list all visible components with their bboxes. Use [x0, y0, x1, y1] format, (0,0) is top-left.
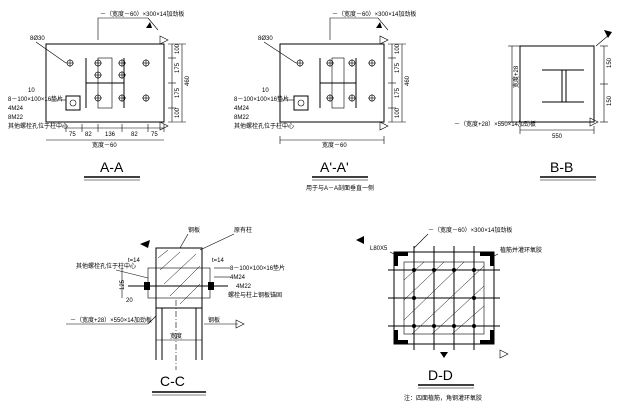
section-bb: 宽度+28 150 150 550 －（宽度+28）×550×14加劲板 B-B	[454, 30, 613, 181]
bb-left-dim: 宽度+28	[512, 65, 520, 88]
aa-dim-r2: 460	[185, 75, 191, 86]
aa2-bottom-label: 宽度－60	[322, 141, 347, 149]
section-aa-prime: －（宽度－60）×300×14加劲板 8Ø30 10 8－100×100×16垫…	[234, 10, 416, 192]
aa2-side-note: 其他螺栓孔位于柱中心	[234, 122, 294, 130]
aa-bottom-label: 宽度－60	[92, 141, 117, 149]
aa-dim-b0: 75	[69, 132, 76, 138]
aa-dim-b3: 82	[131, 132, 138, 138]
aa2-bolt-holes	[296, 59, 376, 102]
dd-plate-note: －（宽度－60）×300×14加劲板	[428, 226, 512, 234]
aa2-title: A'-A'	[320, 159, 349, 175]
aa2-bolt: 4M24	[234, 106, 250, 112]
aa2-plate-note: －（宽度－60）×300×14加劲板	[332, 10, 416, 18]
dd-angle: L80X5	[370, 246, 388, 252]
cc-left-note: 其他螺栓孔位于柱中心	[76, 262, 136, 270]
aa-bolt-hole: 8Ø30	[30, 36, 45, 42]
bb-plate-note: －（宽度+28）×550×14加劲板	[454, 120, 536, 128]
aa-dim-r1: 175	[175, 62, 181, 73]
aa2-dim-r3: 175	[395, 87, 401, 98]
aa2-dim-r1: 175	[395, 62, 401, 73]
aa-base-plate	[45, 43, 165, 123]
aa-anchor: 8M22	[8, 115, 24, 121]
cc-dim-l1: 20	[126, 298, 133, 304]
cc-dim-bottom: 宽度	[170, 332, 182, 340]
cc-side-note: 螺栓与柱上钢板锚固	[228, 291, 282, 299]
bb-plate	[519, 45, 595, 123]
aa-dim-r0: 100	[175, 43, 181, 54]
cc-t: t=14	[212, 258, 225, 264]
aa-dim-b4: 75	[151, 132, 158, 138]
aa-side-note: 其他螺栓孔位于柱中心	[8, 122, 68, 130]
aa-bolt: 4M24	[8, 106, 24, 112]
aa2-dim-small: 10	[262, 88, 269, 94]
aa-dim-small: 10	[28, 88, 35, 94]
section-cc: 钢板 原有柱 t=14 8－100×100×16垫片 4M24 4M22 螺栓与…	[66, 226, 285, 396]
aa-plate-note: －（宽度－60）×300×14加劲板	[100, 10, 184, 18]
dd-title: D-D	[428, 367, 453, 383]
aa2-rib: 8－100×100×16垫片	[234, 95, 289, 103]
aa-dim-b1: 82	[85, 132, 92, 138]
cc-dim-l0: 125	[120, 279, 126, 290]
bb-dim-bottom: 550	[552, 134, 563, 140]
bb-dim-r1: 150	[607, 95, 613, 106]
cc-top-note2: 原有柱	[234, 226, 252, 234]
cc-top-note: 钢板	[188, 226, 200, 234]
bb-title: B-B	[550, 159, 573, 175]
cc-stiff-note: －（宽度+28）×550×14加劲板	[70, 316, 152, 324]
cc-bolt: 4M24	[230, 275, 246, 281]
aa2-anchor: 8M22	[234, 115, 250, 121]
cc-rib: 8－100×100×16垫片	[230, 264, 285, 272]
dd-right-note: 植筋并灌环氧胶	[500, 246, 542, 254]
dd-note: 注：四面植筋，角钢灌环氧胶	[404, 394, 482, 402]
aa-dim-r4: 100	[175, 107, 181, 118]
aa2-dim-r2: 460	[405, 75, 411, 86]
aa2-dim-r0: 100	[395, 43, 401, 54]
aa2-base-plate	[279, 43, 385, 123]
cc-column	[155, 247, 203, 309]
section-aa: －（宽度－60）×300×14加劲板 8Ø30 10 8－100×100×16垫…	[8, 10, 191, 181]
aa2-bolt-hole: 8Ø30	[258, 36, 273, 42]
cc-title: C-C	[160, 373, 185, 389]
aa2-dim-r4: 100	[395, 107, 401, 118]
aa-bolt-holes	[66, 59, 150, 102]
aa-dim-r3: 175	[175, 87, 181, 98]
aa2-caption: 用于与A－A剖面垂直一侧	[306, 184, 374, 192]
aa-title: A-A	[100, 159, 124, 175]
cc-anchor: 4M22	[236, 284, 252, 290]
bb-dim-r0: 150	[607, 57, 613, 68]
dd-rebars	[388, 246, 500, 350]
cc-dim-top: t=14	[128, 258, 141, 264]
aa-dim-b2: 136	[105, 132, 116, 138]
cc-anchor-note: 钢板	[208, 316, 220, 324]
section-dd: L80X5 －（宽度－60）×300×14加劲板 植筋并灌环氧胶 D-D 注：四…	[356, 226, 542, 402]
aa-rib: 8－100×100×16垫片	[8, 95, 63, 103]
